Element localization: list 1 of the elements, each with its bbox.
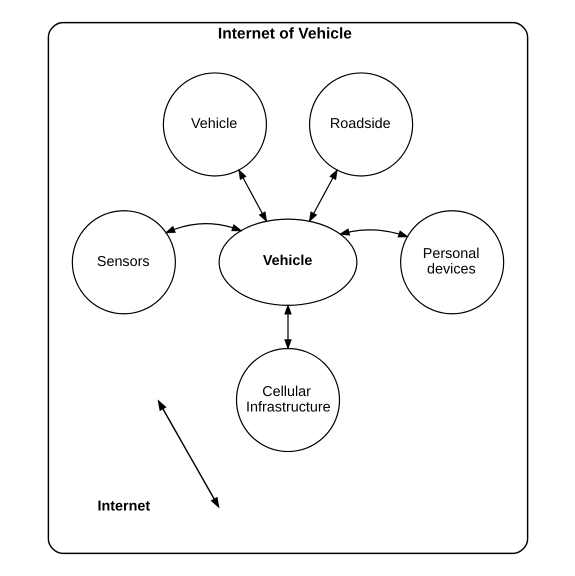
legend-label: Internet [97,498,150,514]
